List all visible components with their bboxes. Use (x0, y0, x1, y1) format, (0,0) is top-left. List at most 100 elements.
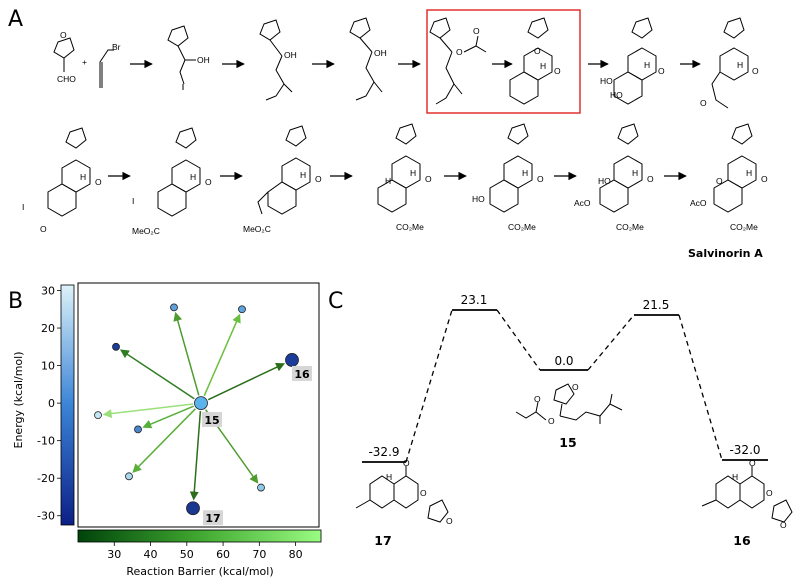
svg-text:O: O (766, 488, 773, 498)
panel-letter-c: C (328, 289, 343, 314)
diene-alcohol-structure-2: OH (349, 17, 387, 101)
svg-text:O: O (534, 46, 541, 56)
y-tick-label: -10 (37, 435, 55, 448)
acrylate-ester-structure: O O (429, 17, 487, 105)
keto-aldehyde-lactone-structure: H O O (700, 17, 759, 109)
hydroxy-ester-structure: H O HO CO₂Me (472, 123, 544, 232)
plus-sign: + (82, 57, 87, 67)
panel-c-energy-diagram: C -32.9 23.1 0.0 21.5 -32.0 O O H (328, 289, 793, 548)
svg-text:H: H (80, 172, 86, 182)
svg-text:Br: Br (112, 42, 121, 52)
diol-lactone-structure: H O HO HO (600, 17, 665, 105)
molecule-node (186, 501, 200, 516)
tricyclic-ester-structure: H O H CO₂Me (377, 123, 432, 232)
svg-text:HO: HO (598, 176, 611, 186)
x-tick-label: 60 (216, 548, 230, 561)
svg-text:O: O (572, 382, 579, 392)
svg-text:O: O (446, 516, 453, 526)
node-label: 17 (205, 512, 220, 525)
svg-text:H: H (540, 61, 546, 71)
svg-text:CO₂Me: CO₂Me (730, 222, 758, 232)
lactone-product-structure: H O O (509, 17, 561, 105)
svg-text:H: H (385, 176, 391, 186)
svg-text:I: I (132, 196, 134, 206)
svg-text:O: O (60, 30, 67, 40)
node-label-bg (292, 365, 312, 381)
svg-text:HO: HO (472, 194, 485, 204)
salvinorin-a-label: Salvinorin A (688, 247, 763, 260)
molecule-node (134, 425, 142, 434)
svg-text:CO₂Me: CO₂Me (396, 222, 424, 232)
x-tick-label: 30 (107, 548, 121, 561)
svg-text:O: O (473, 26, 480, 36)
structure-16: O O H O (701, 458, 793, 530)
reaction-arrow (189, 411, 202, 501)
y-tick-label: -30 (37, 510, 55, 523)
svg-text:CO₂Me: CO₂Me (508, 222, 536, 232)
reaction-arrow (173, 311, 200, 396)
svg-text:AcO: AcO (574, 198, 591, 208)
svg-text:H: H (737, 60, 743, 70)
svg-text:O: O (403, 458, 410, 468)
molecule-node (94, 411, 102, 420)
svg-text:O: O (658, 66, 665, 76)
svg-text:O: O (554, 66, 561, 76)
svg-text:O: O (780, 520, 787, 530)
reaction-arrow (203, 313, 241, 397)
panel-a-scheme: A O CHO + Br OH OH (8, 7, 768, 260)
molecule-node (285, 353, 299, 367)
svg-text:H: H (522, 168, 528, 178)
y-tick-label: 20 (41, 322, 55, 335)
value-17: -32.9 (368, 445, 399, 459)
svg-text:O: O (420, 488, 427, 498)
structure-15: O O O (515, 382, 623, 426)
svg-text:O: O (95, 177, 102, 187)
label-15: 15 (559, 435, 576, 450)
x-axis-label: Reaction Barrier (kcal/mol) (126, 565, 273, 578)
reaction-arrow (207, 363, 286, 401)
svg-text:H: H (746, 168, 752, 178)
molecule-node (170, 303, 178, 312)
value-15: 0.0 (554, 354, 573, 368)
svg-text:H: H (410, 168, 416, 178)
svg-text:O: O (315, 174, 322, 184)
salvinorin-a-structure: H O O AcO CO₂Me (690, 123, 768, 232)
svg-text:OH: OH (284, 50, 297, 60)
value-ts1: 23.1 (461, 293, 488, 307)
key-step-highlight-box (426, 9, 581, 114)
x-tick-label: 50 (180, 548, 194, 561)
svg-text:CO₂Me: CO₂Me (616, 222, 644, 232)
triene-ester-structure: H O MeO₂C (243, 125, 322, 234)
molecule-node (238, 305, 246, 314)
level-connectors (405, 309, 723, 463)
reaction-arrows (102, 311, 286, 501)
svg-text:AcO: AcO (690, 198, 707, 208)
reaction-arrow (142, 405, 194, 429)
svg-text:H: H (386, 472, 392, 482)
diene-alcohol-structure-1: OH (259, 19, 297, 101)
svg-text:MeO₂C: MeO₂C (132, 226, 160, 236)
label-16: 16 (733, 533, 751, 548)
vinyl-iodide-ketone-structure: H O I O (22, 127, 102, 234)
svg-text:H: H (300, 170, 306, 180)
svg-text:HO: HO (610, 90, 623, 100)
barrier-colorbar (77, 529, 322, 543)
svg-text:CHO: CHO (57, 74, 76, 84)
y-tick-label: 10 (41, 360, 55, 373)
svg-text:HO: HO (600, 76, 613, 86)
label-17: 17 (374, 533, 391, 548)
svg-text:O: O (548, 416, 555, 426)
svg-text:O: O (537, 174, 544, 184)
propargyl-bromide-structure: Br (99, 42, 121, 88)
molecule-node (257, 483, 265, 492)
svg-text:O: O (647, 174, 654, 184)
molecule-node (125, 472, 133, 481)
svg-text:O: O (716, 176, 723, 186)
center-node (194, 396, 208, 411)
y-tick-label: 0 (48, 397, 55, 410)
svg-text:O: O (534, 394, 541, 404)
